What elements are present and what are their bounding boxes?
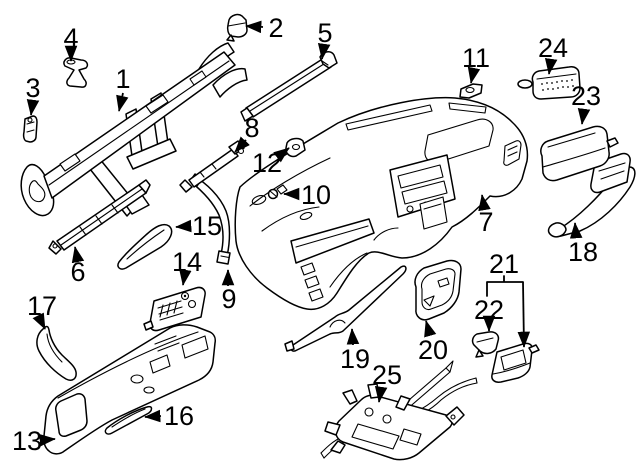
part-17-pillar-trim: [36, 325, 77, 381]
arrow-5: [317, 42, 331, 60]
callout-8: 8: [244, 113, 259, 143]
arrow-15: [175, 219, 192, 233]
arrow-8: [234, 136, 250, 153]
callout-19: 19: [340, 344, 370, 374]
callout-25: 25: [372, 360, 402, 390]
callout-labels: 1 2 3 4 5 6 7 8 9 10 11 12 13 14 15 16 1…: [12, 13, 601, 456]
arrow-23: [577, 108, 591, 125]
part-13-cluster-bezel: [43, 324, 216, 455]
part-20-pocket-door: [414, 259, 462, 321]
part-3-clip: [22, 115, 38, 143]
callout-3: 3: [25, 73, 40, 103]
arrow-21-bracket: [486, 275, 524, 297]
callout-21: 21: [489, 249, 519, 279]
part-15-garnish: [117, 223, 173, 270]
arrow-21: [517, 281, 531, 348]
arrow-3: [26, 99, 40, 116]
arrow-7: [478, 194, 491, 212]
part-5-brace: [240, 51, 338, 122]
arrow-17: [32, 312, 46, 330]
callout-2: 2: [268, 13, 283, 43]
arrow-11: [467, 66, 481, 84]
part-11-clip: [459, 83, 483, 99]
arrow-14: [179, 268, 192, 286]
callout-23: 23: [571, 81, 601, 111]
callout-10: 10: [301, 180, 331, 210]
arrow-24: [544, 57, 558, 75]
arrow-25: [374, 385, 388, 403]
part-23-glovebox-lid: [540, 125, 619, 182]
callout-14: 14: [172, 247, 202, 277]
callout-15: 15: [192, 211, 222, 241]
part-24-control-unit: [517, 66, 581, 100]
callout-13: 13: [12, 426, 42, 456]
arrow-19: [346, 328, 360, 346]
arrow-13: [39, 433, 56, 447]
part-4-bracket: [63, 57, 89, 88]
callout-7: 7: [478, 207, 493, 237]
arrow-6: [71, 246, 85, 264]
part-25-heater-control-assembly: [324, 383, 465, 461]
part-19-lower-trim-strip: [284, 265, 407, 352]
callout-20: 20: [418, 335, 448, 365]
part-16-trim-strip: [104, 405, 153, 435]
callout-16: 16: [164, 401, 194, 431]
callout-4: 4: [63, 23, 78, 53]
part-21-tray-lid: [491, 342, 540, 383]
arrow-1: [116, 92, 129, 112]
arrow-2: [245, 20, 264, 34]
callout-12: 12: [252, 148, 282, 178]
part-1-crossmember-beam: [20, 42, 248, 217]
arrow-18: [569, 222, 583, 239]
callout-9: 9: [221, 284, 236, 314]
callout-11: 11: [462, 43, 490, 73]
part-22-insert-clip: [471, 331, 500, 358]
part-6-brace-rod: [48, 179, 151, 255]
arrow-16: [144, 409, 162, 423]
part-14-vent-switch-panel: [143, 286, 206, 332]
part-2-clip: [226, 13, 248, 42]
callout-24: 24: [538, 33, 568, 63]
callout-5: 5: [317, 18, 332, 48]
callout-22: 22: [474, 295, 504, 325]
callout-1: 1: [115, 64, 130, 94]
arrow-12: [273, 147, 290, 163]
callout-arrows: [26, 20, 591, 447]
callout-6: 6: [70, 257, 85, 287]
part-8-link-rod: [179, 140, 245, 193]
arrow-20: [424, 320, 437, 338]
part-7-instrument-panel: [234, 96, 529, 311]
callout-18: 18: [568, 237, 598, 267]
callout-17: 17: [27, 291, 57, 321]
